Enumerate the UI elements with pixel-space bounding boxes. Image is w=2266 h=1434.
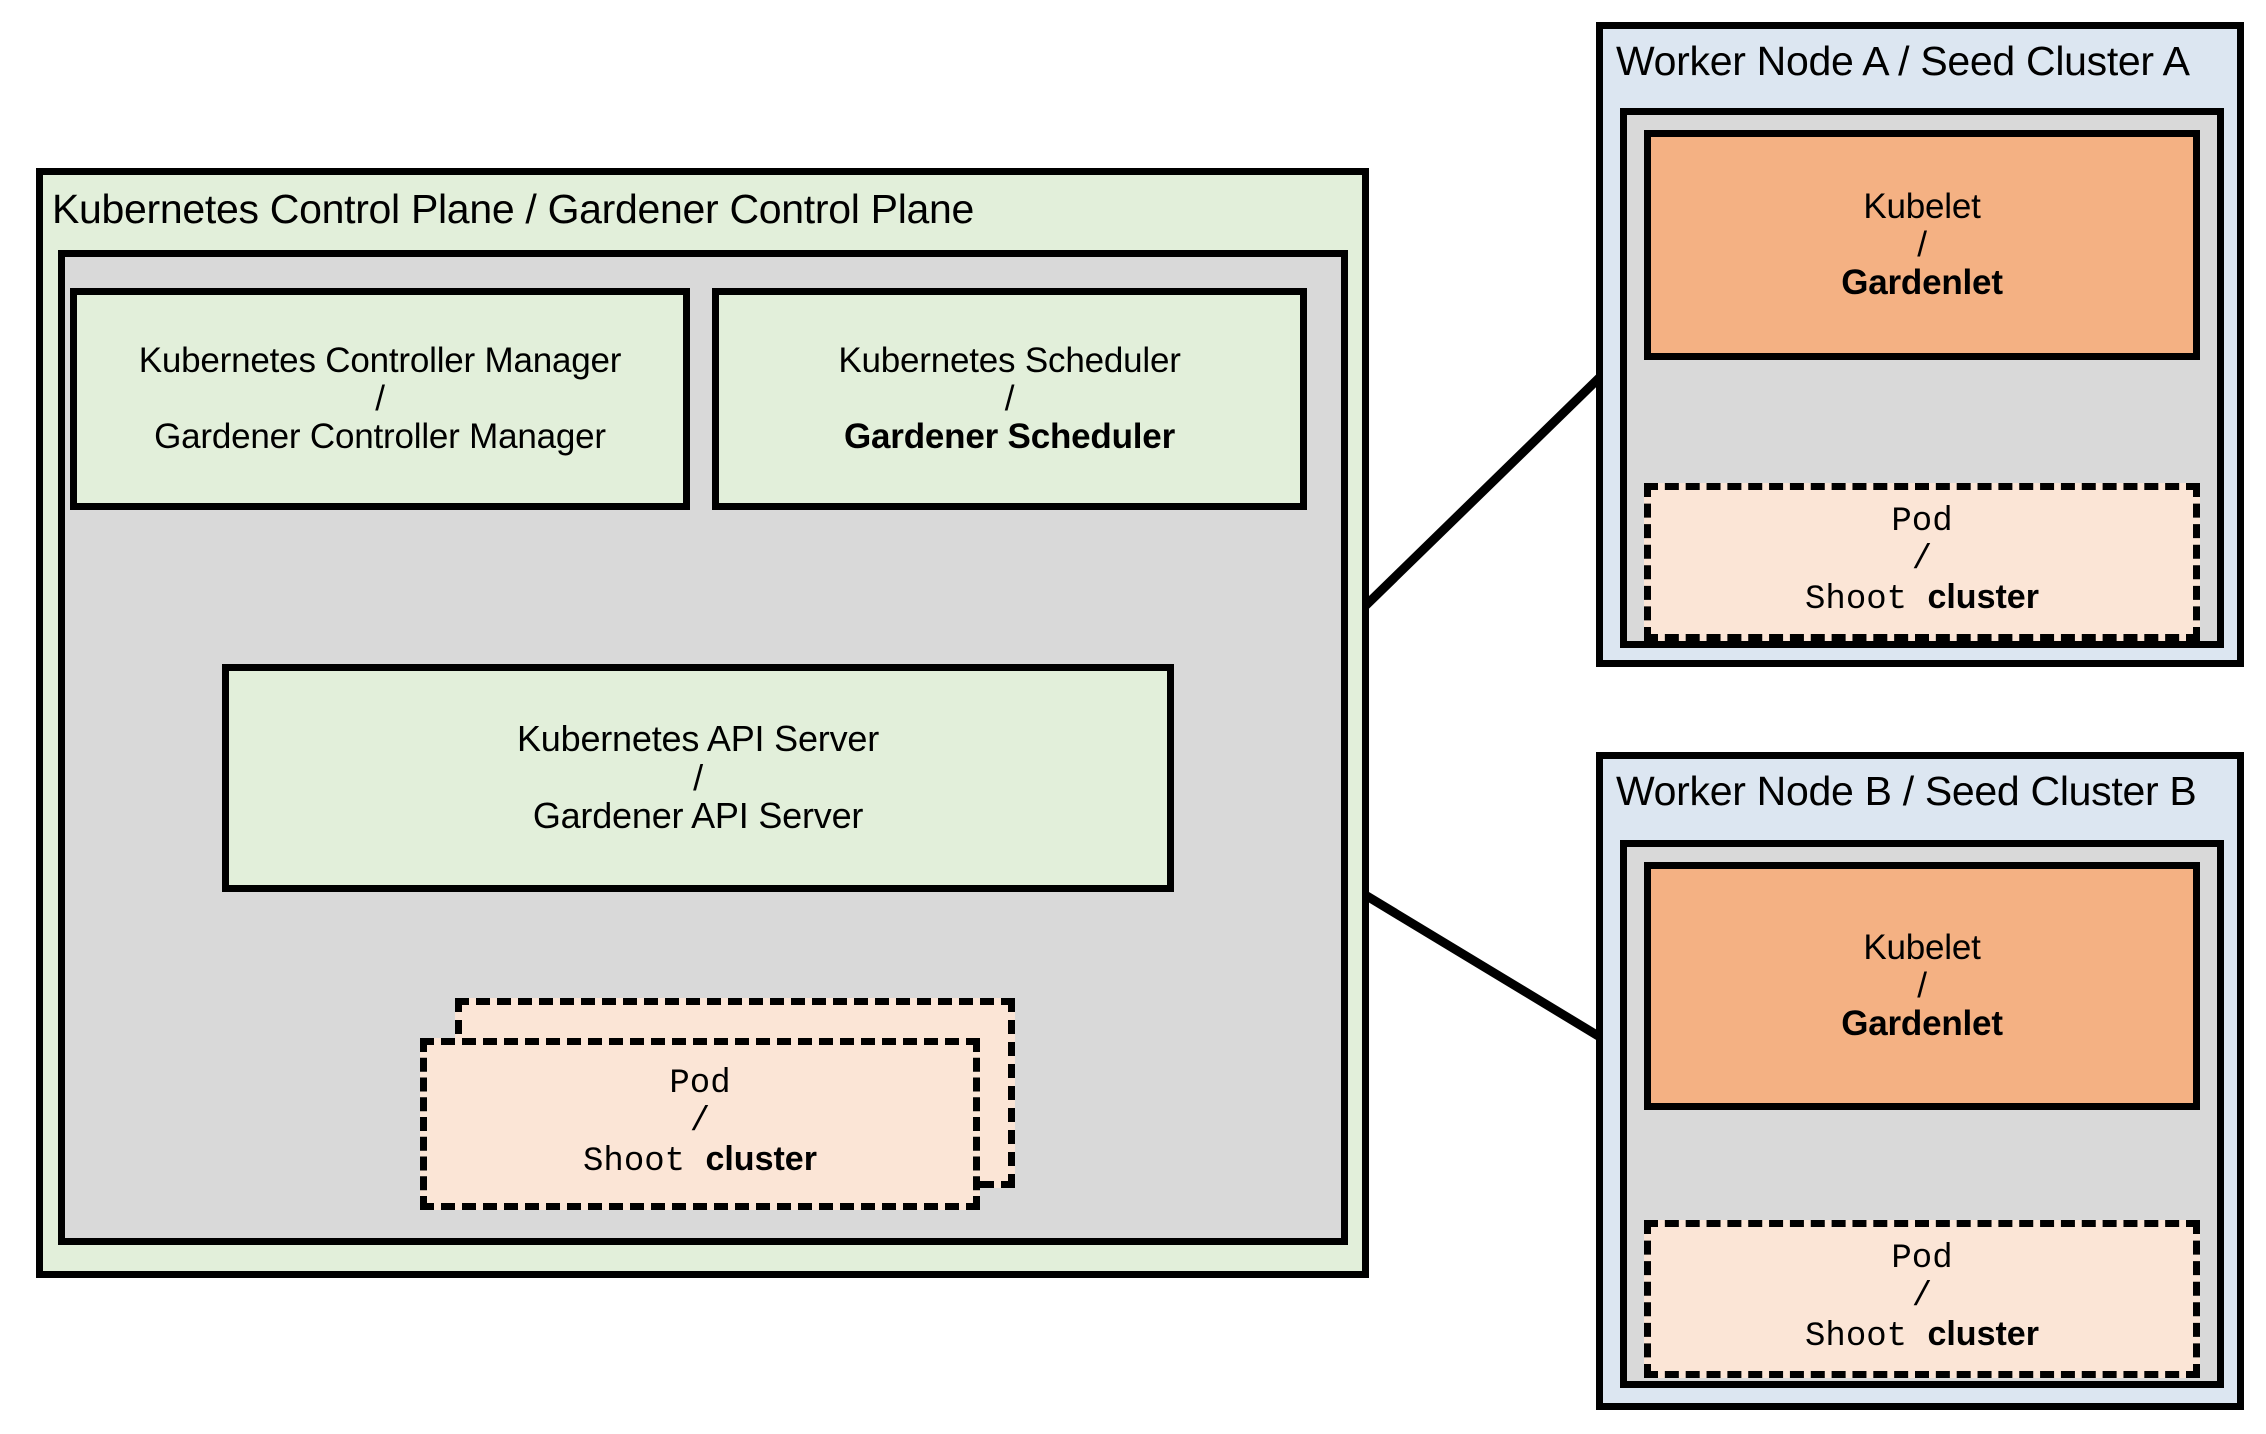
worker-node-a-kubelet-line-1: Kubelet xyxy=(1863,187,1981,227)
worker-node-a-pod-cluster-text: cluster xyxy=(1927,578,2039,617)
worker-node-b-pod-cluster-text: cluster xyxy=(1927,1315,2039,1354)
control-plane-pod-cluster-text: cluster xyxy=(705,1140,817,1179)
control-plane-pod-line-2: Shoot cluster xyxy=(583,1140,817,1182)
worker-node-b-pod-line-2: Shoot cluster xyxy=(1805,1315,2039,1357)
controller-manager-separator: / xyxy=(375,379,385,419)
kubernetes-scheduler-box[interactable]: Kubernetes Scheduler / Gardener Schedule… xyxy=(712,288,1307,510)
control-plane-pod-box[interactable]: Pod / Shoot cluster xyxy=(420,1038,980,1210)
api-server-line-2: Gardener API Server xyxy=(532,795,864,837)
worker-node-b-kubelet-separator: / xyxy=(1917,966,1927,1006)
controller-manager-line-1: Kubernetes Controller Manager xyxy=(138,341,622,381)
kubernetes-controller-manager-box[interactable]: Kubernetes Controller Manager / Gardener… xyxy=(70,288,690,510)
worker-node-b-pod-box[interactable]: Pod / Shoot cluster xyxy=(1644,1220,2200,1378)
control-plane-title: Kubernetes Control Plane / Gardener Cont… xyxy=(52,186,975,232)
worker-node-b-pod-shoot-text: Shoot xyxy=(1805,1318,1928,1357)
worker-node-b-kubelet-line-1: Kubelet xyxy=(1863,928,1981,968)
scheduler-line-1: Kubernetes Scheduler xyxy=(838,341,1181,381)
control-plane-pod-line-1: Pod xyxy=(669,1065,731,1104)
worker-node-a-pod-line-1: Pod xyxy=(1891,503,1953,542)
worker-node-a-pod-separator: / xyxy=(1911,540,1933,579)
control-plane-pod-shoot-text: Shoot xyxy=(583,1143,706,1182)
worker-node-b-title: Worker Node B / Seed Cluster B xyxy=(1616,768,2197,814)
control-plane-pod-separator: / xyxy=(689,1102,711,1141)
worker-node-b-kubelet-box[interactable]: Kubelet / Gardenlet xyxy=(1644,862,2200,1110)
kubernetes-api-server-box[interactable]: Kubernetes API Server / Gardener API Ser… xyxy=(222,664,1174,892)
api-server-line-1: Kubernetes API Server xyxy=(516,717,879,759)
worker-node-a-kubelet-box[interactable]: Kubelet / Gardenlet xyxy=(1644,130,2200,360)
worker-node-a-pod-line-2: Shoot cluster xyxy=(1805,578,2039,620)
api-server-separator: / xyxy=(693,756,703,798)
worker-node-a-gardenlet-line-2: Gardenlet xyxy=(1841,262,2003,302)
worker-node-a-pod-box[interactable]: Pod / Shoot cluster xyxy=(1644,483,2200,641)
controller-manager-line-2: Gardener Controller Manager xyxy=(154,416,606,456)
worker-node-b-pod-line-1: Pod xyxy=(1891,1240,1953,1279)
scheduler-separator: / xyxy=(1004,379,1015,419)
worker-node-a-pod-shoot-text: Shoot xyxy=(1805,581,1928,620)
worker-node-b-gardenlet-line-2: Gardenlet xyxy=(1841,1003,2003,1043)
worker-node-a-title: Worker Node A / Seed Cluster A xyxy=(1616,38,2190,84)
worker-node-a-kubelet-separator: / xyxy=(1917,225,1927,265)
scheduler-line-2: Gardener Scheduler xyxy=(844,416,1175,456)
worker-node-b-pod-separator: / xyxy=(1911,1277,1933,1316)
